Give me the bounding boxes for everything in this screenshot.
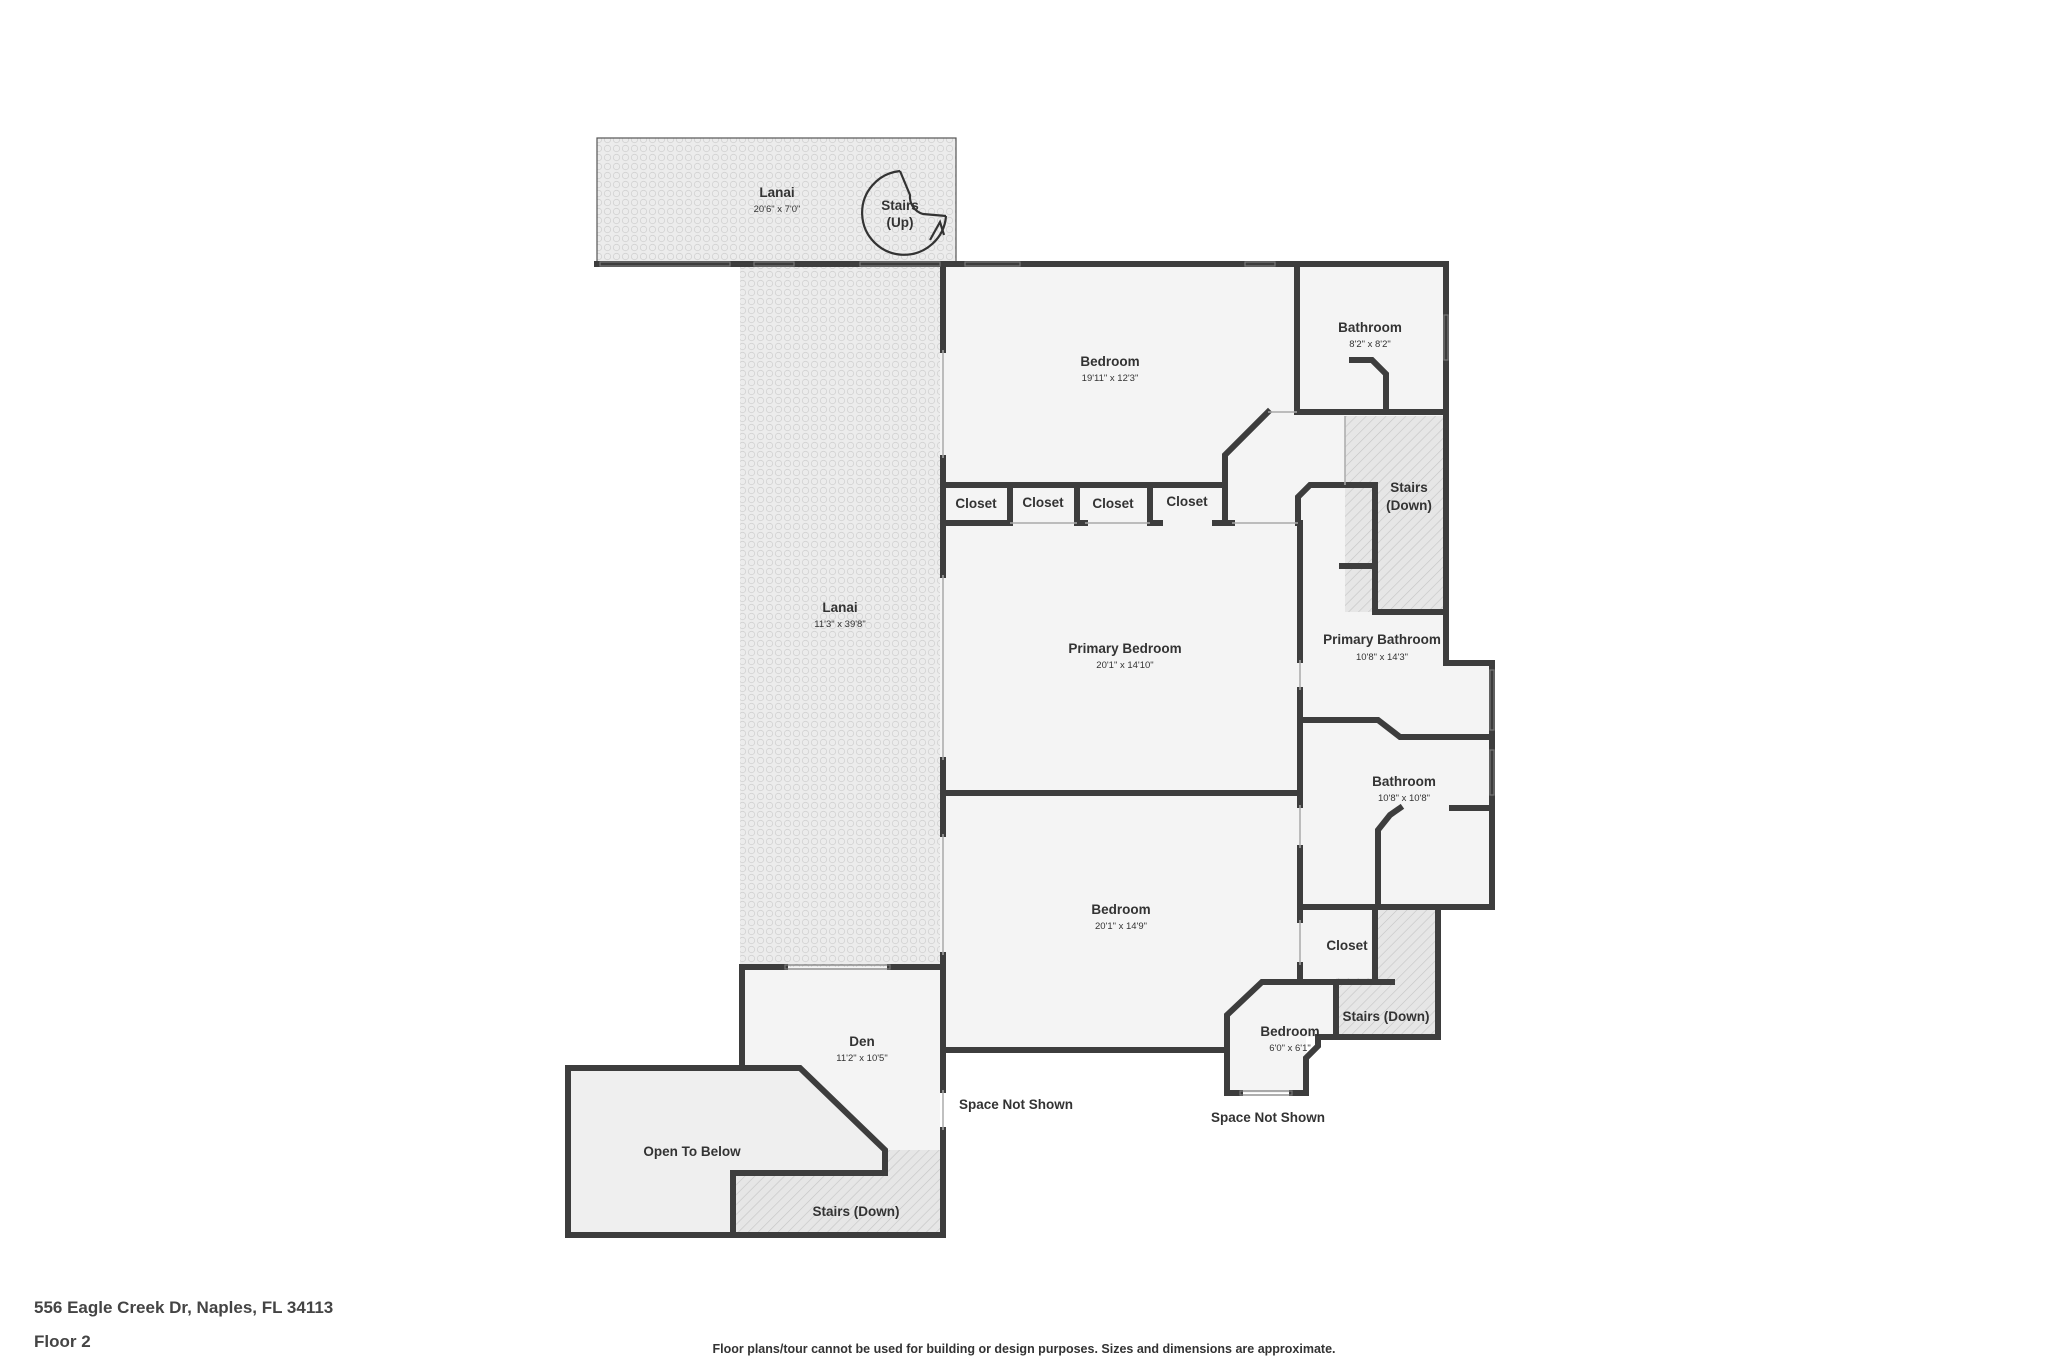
closet-1-label: Closet: [955, 496, 997, 511]
closet-5-label: Closet: [1326, 938, 1368, 953]
bathroom-2-label: Bathroom: [1372, 774, 1436, 789]
den-floor: [742, 967, 940, 1150]
disclaimer-text: Floor plans/tour cannot be used for buil…: [712, 1342, 1336, 1356]
bedroom-2-dims: 20'1" x 14'9": [1095, 921, 1147, 932]
stairs-up-label: Stairs: [881, 198, 919, 213]
den-dims: 11'2" x 10'5": [836, 1053, 887, 1064]
room-labels: Lanai 20'6" x 7'0" Stairs (Up) Lanai 11'…: [643, 185, 1441, 1219]
space-not-shown-1-label: Space Not Shown: [959, 1097, 1073, 1112]
property-address: 556 Eagle Creek Dr, Naples, FL 34113: [34, 1298, 334, 1317]
bathroom-1-label: Bathroom: [1338, 320, 1402, 335]
stairs-down-3-label: Stairs (Down): [812, 1204, 899, 1219]
open-to-below-floor: [568, 1068, 885, 1232]
lanai-side-floor: [740, 264, 940, 967]
lanai-top-label: Lanai: [759, 185, 794, 200]
primary-bathroom-label: Primary Bathroom: [1323, 632, 1441, 647]
stairs-down-1-hatch: [1345, 416, 1445, 612]
bathroom-2-dims: 10'8" x 10'8": [1378, 793, 1430, 804]
bedroom-2-label: Bedroom: [1091, 902, 1150, 917]
thin-partitions: [942, 350, 1346, 1130]
floor-label: Floor 2: [34, 1332, 91, 1351]
stairs-down-1-sub: (Down): [1386, 498, 1432, 513]
bedroom-3-dims: 6'0" x 6'1": [1269, 1043, 1311, 1054]
floor-fills: [568, 137, 1492, 1232]
open-to-below-label: Open To Below: [643, 1144, 741, 1159]
stairs-down-1-label: Stairs: [1390, 480, 1428, 495]
stairs-down-2-label: Stairs (Down): [1342, 1009, 1429, 1024]
lanai-top-dims: 20'6" x 7'0": [754, 204, 801, 215]
lanai-side-dims: 11'3" x 39'8": [814, 619, 865, 630]
spiral-stairs-icon: [861, 169, 948, 256]
primary-bedroom-label: Primary Bedroom: [1068, 641, 1181, 656]
closet-4-label: Closet: [1166, 494, 1208, 509]
lanai-side-label: Lanai: [822, 600, 857, 615]
stairs-down-3-hatch: [733, 1150, 940, 1232]
primary-bedroom-dims: 20'1" x 14'10": [1096, 660, 1153, 671]
bedroom-1-label: Bedroom: [1080, 354, 1139, 369]
closet-3-label: Closet: [1092, 496, 1134, 511]
den-label: Den: [849, 1034, 875, 1049]
walls: [565, 261, 1495, 1238]
bedroom-1-dims: 19'11" x 12'3": [1082, 373, 1139, 384]
primary-bathroom-dims: 10'8" x 14'3": [1356, 652, 1408, 663]
windows: [599, 261, 1495, 1096]
closet-2-label: Closet: [1022, 495, 1064, 510]
stairs-down-2-hatch: [1336, 907, 1438, 1037]
stairs-up-sub: (Up): [887, 215, 914, 230]
space-not-shown-2-label: Space Not Shown: [1211, 1110, 1325, 1125]
bedroom-3-label: Bedroom: [1260, 1024, 1319, 1039]
lanai-top-floor: [596, 137, 957, 265]
bathroom-1-dims: 8'2" x 8'2": [1349, 339, 1391, 350]
